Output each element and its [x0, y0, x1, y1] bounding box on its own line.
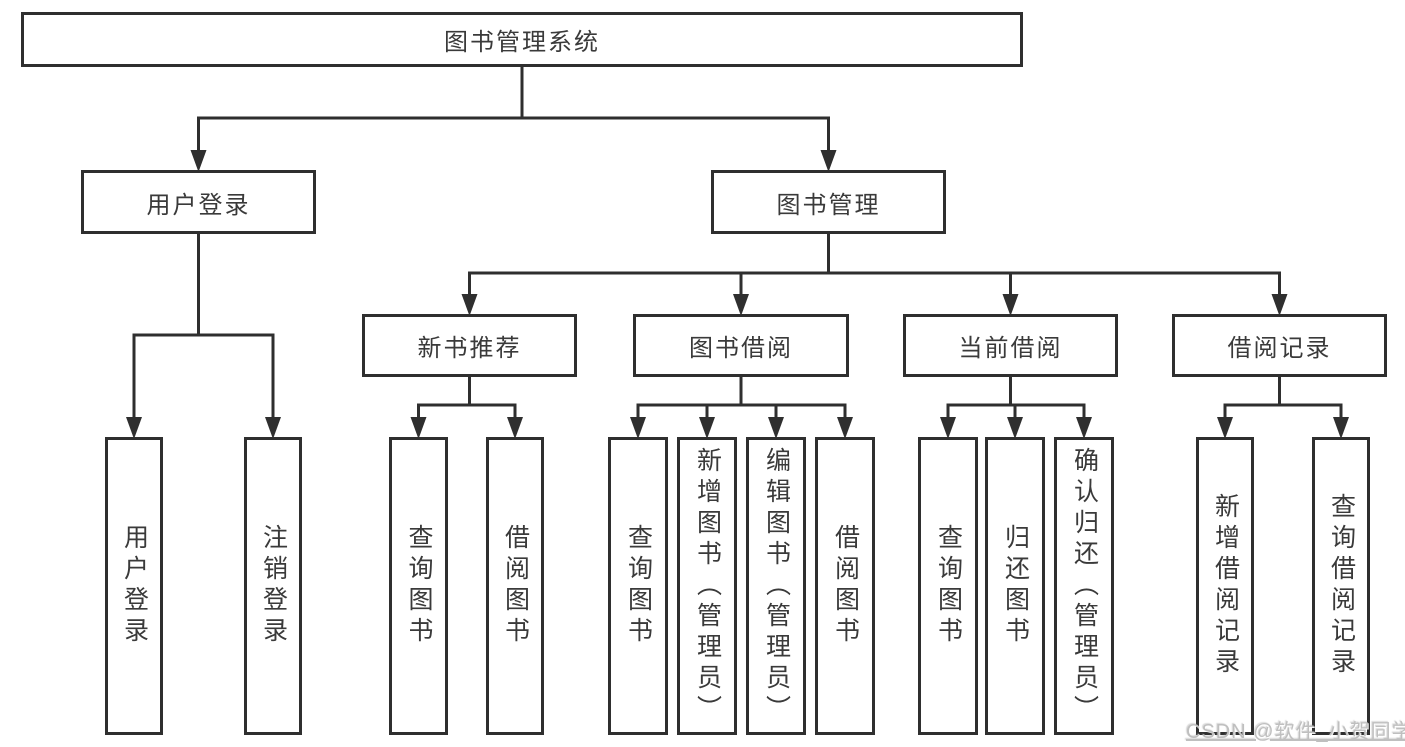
- arrowhead-icon: [461, 294, 478, 316]
- node-add-book-admin: 新增图书（管理员）: [677, 437, 737, 735]
- node-query-book-current-label: 查询图书: [934, 524, 963, 648]
- node-new-book-recommend-label: 新书推荐: [417, 335, 522, 362]
- node-query-borrow-record-label: 查询借阅记录: [1327, 493, 1356, 679]
- node-borrow-book-recommend: 借阅图书: [486, 437, 544, 735]
- node-query-book-current: 查询图书: [918, 437, 978, 735]
- arrowhead-icon: [1076, 417, 1092, 439]
- node-query-book-borrowing-label: 查询图书: [624, 524, 653, 648]
- node-logout-leaf: 注销登录: [244, 437, 302, 735]
- arrowhead-icon: [699, 417, 715, 439]
- node-query-book-recommend: 查询图书: [389, 437, 448, 735]
- node-confirm-return-admin: 确认归还（管理员）: [1054, 437, 1114, 735]
- arrowhead-icon: [1271, 294, 1288, 316]
- arrowhead-icon: [1002, 294, 1019, 316]
- node-add-book-admin-label: 新增图书（管理员）: [693, 446, 722, 726]
- node-add-borrow-record-label: 新增借阅记录: [1211, 493, 1240, 679]
- node-borrow-records-label: 借阅记录: [1227, 335, 1332, 362]
- node-borrow-book-recommend-label: 借阅图书: [501, 524, 530, 648]
- node-book-borrowing-label: 图书借阅: [689, 335, 793, 362]
- arrowhead-icon: [507, 417, 523, 439]
- node-return-book-label: 归还图书: [1001, 524, 1030, 648]
- arrowhead-icon: [630, 417, 646, 439]
- node-user-login-leaf-label: 用户登录: [120, 524, 149, 648]
- node-borrow-book-borrowing: 借阅图书: [815, 437, 875, 735]
- node-current-borrowing: 当前借阅: [903, 314, 1118, 377]
- node-query-book-borrowing: 查询图书: [608, 437, 668, 735]
- node-add-borrow-record: 新增借阅记录: [1196, 437, 1254, 735]
- node-query-book-recommend-label: 查询图书: [405, 524, 433, 648]
- node-borrow-book-borrowing-label: 借阅图书: [831, 524, 860, 648]
- node-library-system: 图书管理系统: [21, 12, 1023, 67]
- node-logout-leaf-label: 注销登录: [259, 524, 288, 648]
- node-edit-book-admin-label: 编辑图书（管理员）: [762, 446, 791, 726]
- arrowhead-icon: [1333, 417, 1349, 439]
- watermark: CSDN @软件_小贺同学: [1186, 721, 1405, 743]
- arrowhead-icon: [820, 150, 837, 172]
- node-user-login-label: 用户登录: [146, 191, 251, 219]
- node-borrow-records: 借阅记录: [1172, 314, 1387, 377]
- node-user-login: 用户登录: [81, 170, 316, 234]
- node-book-management: 图书管理: [711, 170, 946, 234]
- arrowhead-icon: [410, 417, 427, 439]
- node-book-management-label: 图书管理: [776, 191, 881, 219]
- node-new-book-recommend: 新书推荐: [362, 314, 577, 377]
- arrowhead-icon: [768, 417, 784, 439]
- arrowhead-icon: [126, 417, 142, 439]
- node-edit-book-admin: 编辑图书（管理员）: [746, 437, 806, 735]
- node-confirm-return-admin-label: 确认归还（管理员）: [1070, 446, 1099, 726]
- arrowhead-icon: [940, 417, 956, 439]
- node-book-borrowing: 图书借阅: [633, 314, 849, 377]
- arrowhead-icon: [265, 417, 281, 439]
- arrowhead-icon: [1217, 417, 1233, 439]
- node-return-book: 归还图书: [985, 437, 1045, 735]
- arrowhead-icon: [837, 417, 853, 439]
- arrowhead-icon: [190, 150, 207, 172]
- arrowhead-icon: [733, 294, 749, 316]
- node-current-borrowing-label: 当前借阅: [958, 335, 1063, 362]
- node-query-borrow-record: 查询借阅记录: [1312, 437, 1370, 735]
- arrowhead-icon: [1007, 417, 1023, 439]
- node-library-system-label: 图书管理系统: [444, 29, 600, 56]
- node-user-login-leaf: 用户登录: [105, 437, 163, 735]
